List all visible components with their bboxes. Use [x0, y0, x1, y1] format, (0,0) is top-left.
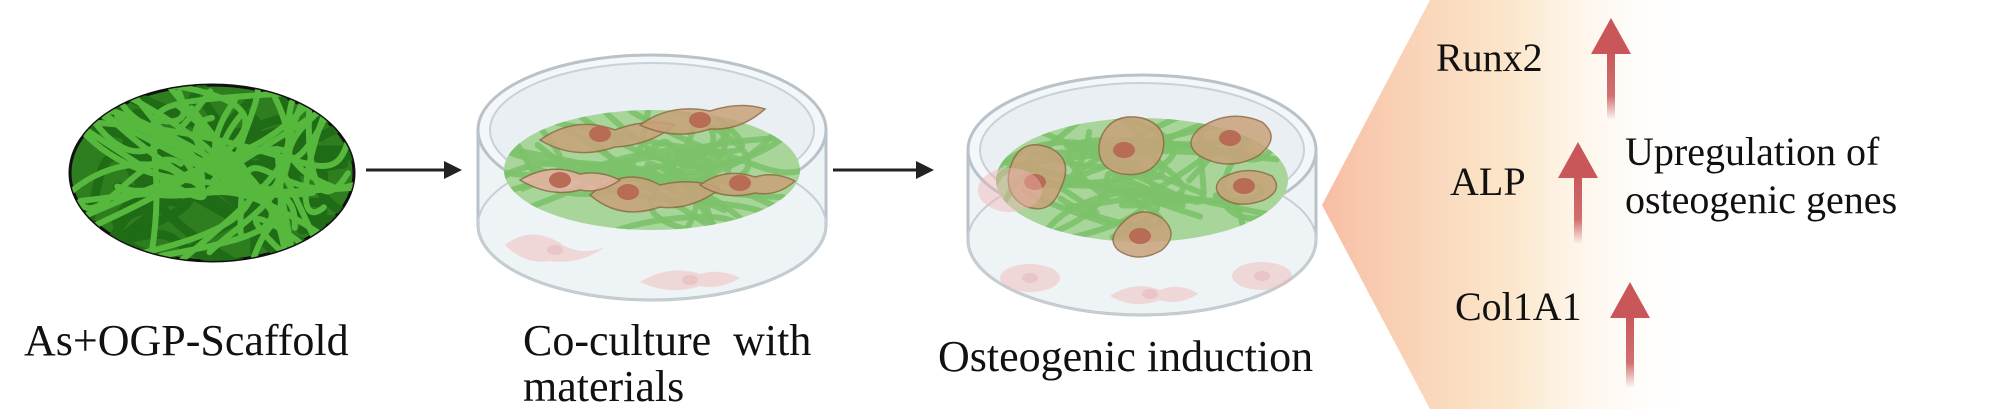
- coculture-label-line1: Co-culture with: [523, 316, 812, 365]
- fiber-strand: [206, 181, 354, 196]
- fiber-strand: [114, 87, 239, 175]
- cell-nucleus: [1113, 142, 1135, 158]
- fiber-strand: [76, 156, 184, 212]
- cell-nucleus: [549, 172, 571, 188]
- fiber-strand: [70, 99, 298, 231]
- upregulation-line1: Upregulation of: [1625, 129, 1880, 174]
- col1a1-up-arrow-icon: [1610, 282, 1650, 388]
- induction-dish-icon: [966, 73, 1318, 317]
- cell-nucleus: [689, 112, 711, 128]
- fiber-strand: [573, 147, 800, 177]
- induction-label: Osteogenic induction: [938, 332, 1314, 381]
- cell-nucleus: [617, 184, 639, 200]
- callout-fan: [1322, 0, 1700, 409]
- fiber-strand: [1065, 136, 1259, 202]
- fiber-strand: [129, 126, 255, 259]
- gene-label-runx2: Runx2: [1436, 35, 1543, 80]
- process-arrow-2: [833, 161, 934, 179]
- fiber-strand: [86, 105, 244, 185]
- cell-nucleus: [589, 126, 611, 142]
- runx2-up-arrow-icon: [1591, 18, 1631, 120]
- fiber-strand: [192, 114, 235, 179]
- coculture-dish-icon: [476, 53, 828, 302]
- cell-nucleus: [1233, 178, 1255, 194]
- fiber-strand: [275, 164, 319, 261]
- process-arrow-1: [366, 161, 462, 179]
- cell-nucleus: [729, 175, 751, 191]
- coculture-label: Co-culture with materials: [523, 318, 811, 410]
- fiber-strand: [151, 89, 187, 144]
- cell-nucleus: [1129, 228, 1151, 244]
- upregulation-line2: osteogenic genes: [1625, 177, 1898, 222]
- fiber-strand: [206, 88, 292, 256]
- coculture-label-line2: materials: [523, 362, 685, 411]
- cell-nucleus: [1219, 130, 1241, 146]
- scaffold-label: As+OGP-Scaffold: [24, 316, 349, 365]
- alp-up-arrow-icon: [1558, 142, 1598, 244]
- gene-label-alp: ALP: [1450, 159, 1526, 204]
- fiber-strand: [664, 151, 715, 186]
- fiber-strand: [302, 97, 333, 216]
- upregulation-summary: Upregulation of osteogenic genes: [1625, 128, 1897, 224]
- scaffold-icon: [68, 83, 356, 263]
- cell-nucleus: [1024, 174, 1046, 190]
- gene-label-col1a1: Col1A1: [1455, 284, 1582, 329]
